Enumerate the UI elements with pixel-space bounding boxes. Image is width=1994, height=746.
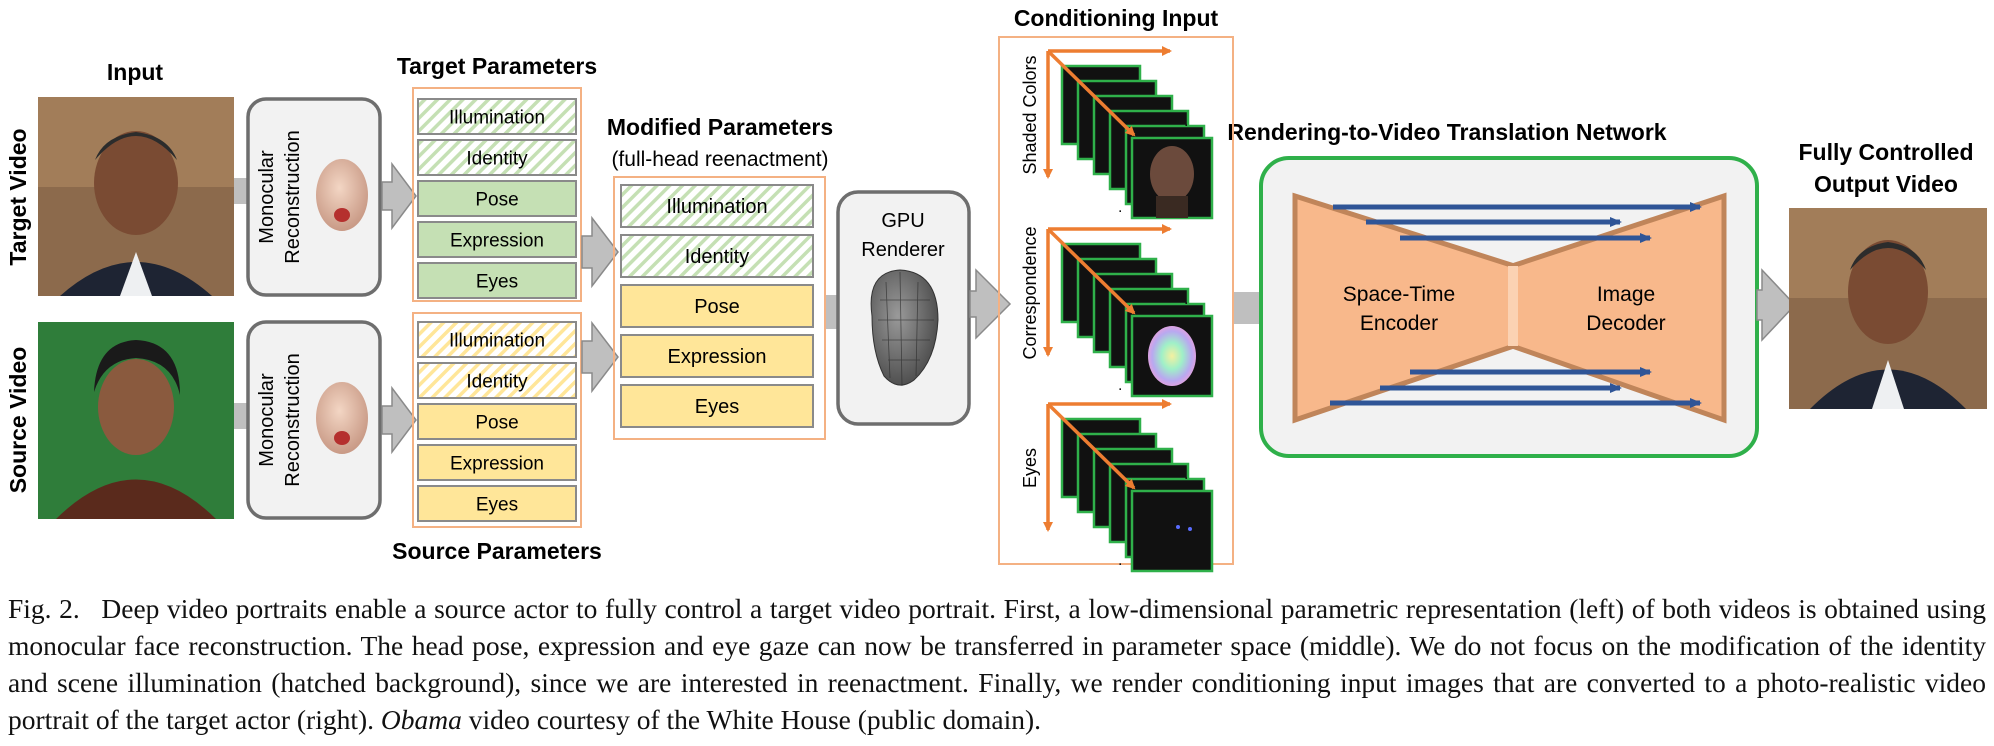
source-video-frame [38, 322, 234, 519]
heading-output-line1: Fully Controlled [1798, 139, 1973, 165]
arrow-network-to-output [1756, 268, 1797, 342]
caption-text-end: video courtesy of the White House (publi… [468, 704, 1042, 735]
heading-input: Input [107, 59, 164, 85]
target-params-label: Eyes [476, 271, 518, 292]
output-video-frame [1789, 208, 1987, 409]
target-params-label: Identity [466, 148, 528, 169]
conditioning-label: Shaded Colors [1020, 55, 1040, 174]
modified-params-label: Eyes [695, 396, 739, 418]
target-params-label: Pose [475, 189, 518, 210]
label-target-video: Target Video [5, 128, 31, 265]
skip-connections [1330, 202, 1702, 408]
heading-output-line2: Output Video [1814, 171, 1958, 197]
arrow-recon-to-target-params [381, 161, 417, 231]
caption-italic: Obama [380, 704, 462, 735]
network-box: Space-Time Encoder Image Decoder [1259, 156, 1759, 458]
source-params-label: Identity [466, 371, 528, 392]
caption-fig-label: Fig. 2. [8, 593, 80, 624]
target-params-eyes: Eyes [417, 262, 577, 299]
heading-modified-parameters: Modified Parameters [607, 114, 833, 140]
modified-params-illumination: Illumination [620, 184, 814, 228]
target-params-label: Expression [450, 230, 544, 251]
decoder-label-line1: Image [1597, 283, 1655, 306]
conditioning-label: Eyes [1020, 448, 1040, 488]
svg-text:.: . [1118, 199, 1122, 216]
encoder-block [1292, 192, 1514, 424]
recon-box-source: Monocular Reconstruction [246, 320, 382, 520]
arrow-recon-to-source-params [381, 385, 417, 455]
arrow-source-to-modified [581, 320, 619, 394]
source-params-label: Pose [475, 412, 518, 433]
recon-target-line1: Monocular [256, 150, 278, 244]
source-params-illumination: Illumination [417, 321, 577, 358]
face-model-icon [316, 159, 368, 231]
recon-source-line2: Reconstruction [282, 353, 304, 486]
source-params-pose: Pose [417, 403, 577, 440]
svg-text:.: . [1118, 552, 1122, 569]
decoder-label-line2: Decoder [1586, 312, 1665, 335]
modified-params-eyes: Eyes [620, 384, 814, 428]
arrow-target-to-modified [581, 215, 619, 289]
encoder-label-line1: Space-Time [1343, 283, 1455, 306]
target-params-identity: Identity [417, 139, 577, 176]
arrow-target-to-recon [234, 178, 248, 204]
heading-network: Rendering-to-Video Translation Network [1227, 119, 1666, 145]
modified-params-label: Identity [685, 246, 749, 268]
face-mesh-icon [870, 269, 939, 387]
source-params-label: Eyes [476, 494, 518, 515]
modified-params-identity: Identity [620, 234, 814, 278]
svg-text:.: . [1184, 466, 1188, 483]
recon-box-target: Monocular Reconstruction [246, 97, 382, 297]
conditioning-stack-0: Shaded Colors.. [1020, 46, 1214, 220]
renderer-line1: GPU [881, 210, 924, 232]
modified-params-label: Expression [668, 346, 767, 368]
modified-params-pose: Pose [620, 284, 814, 328]
svg-text:.: . [1184, 113, 1188, 130]
encoder-label-line2: Encoder [1360, 312, 1438, 335]
heading-conditioning-input: Conditioning Input [1014, 5, 1219, 31]
conditioning-stack-1: Correspondence.. [1020, 224, 1214, 398]
heading-modified-subtitle: (full-head reenactment) [611, 148, 828, 171]
pipeline-diagram: Input Target Parameters Source Parameter… [5, 5, 1987, 573]
target-params-illumination: Illumination [417, 98, 577, 135]
label-source-video: Source Video [5, 347, 31, 494]
arrow-source-to-recon [234, 403, 248, 429]
target-params-expression: Expression [417, 221, 577, 258]
arrow-modified-to-renderer [826, 295, 838, 329]
gpu-renderer-box: GPU Renderer [836, 190, 971, 426]
figure-caption: Fig. 2. Deep video portraits enable a so… [8, 590, 1986, 738]
heading-target-parameters: Target Parameters [397, 53, 597, 79]
arrow-conditioning-to-network [1234, 292, 1260, 324]
target-video-frame [38, 97, 234, 296]
conditioning-input-group: Shaded Colors..Correspondence..Eyes.. [998, 36, 1234, 573]
modified-params-label: Pose [694, 296, 740, 318]
modified-params-expression: Expression [620, 334, 814, 378]
conditioning-stack-2: Eyes.. [1020, 399, 1214, 573]
target-params-label: Illumination [449, 107, 545, 128]
conditioning-label: Correspondence [1020, 226, 1040, 359]
modified-params-label: Illumination [666, 196, 767, 218]
source-params-eyes: Eyes [417, 485, 577, 522]
arrow-renderer-to-conditioning [969, 268, 1012, 340]
source-params-identity: Identity [417, 362, 577, 399]
source-params-label: Expression [450, 453, 544, 474]
svg-text:.: . [1184, 291, 1188, 308]
source-params-label: Illumination [449, 330, 545, 351]
target-params-pose: Pose [417, 180, 577, 217]
recon-source-line1: Monocular [256, 373, 278, 467]
caption-text: Deep video portraits enable a source act… [8, 593, 1987, 735]
svg-text:.: . [1118, 377, 1122, 394]
heading-source-parameters: Source Parameters [392, 538, 602, 564]
recon-target-line2: Reconstruction [282, 130, 304, 263]
source-params-expression: Expression [417, 444, 577, 481]
face-model-icon [316, 382, 368, 454]
renderer-line2: Renderer [861, 239, 945, 261]
